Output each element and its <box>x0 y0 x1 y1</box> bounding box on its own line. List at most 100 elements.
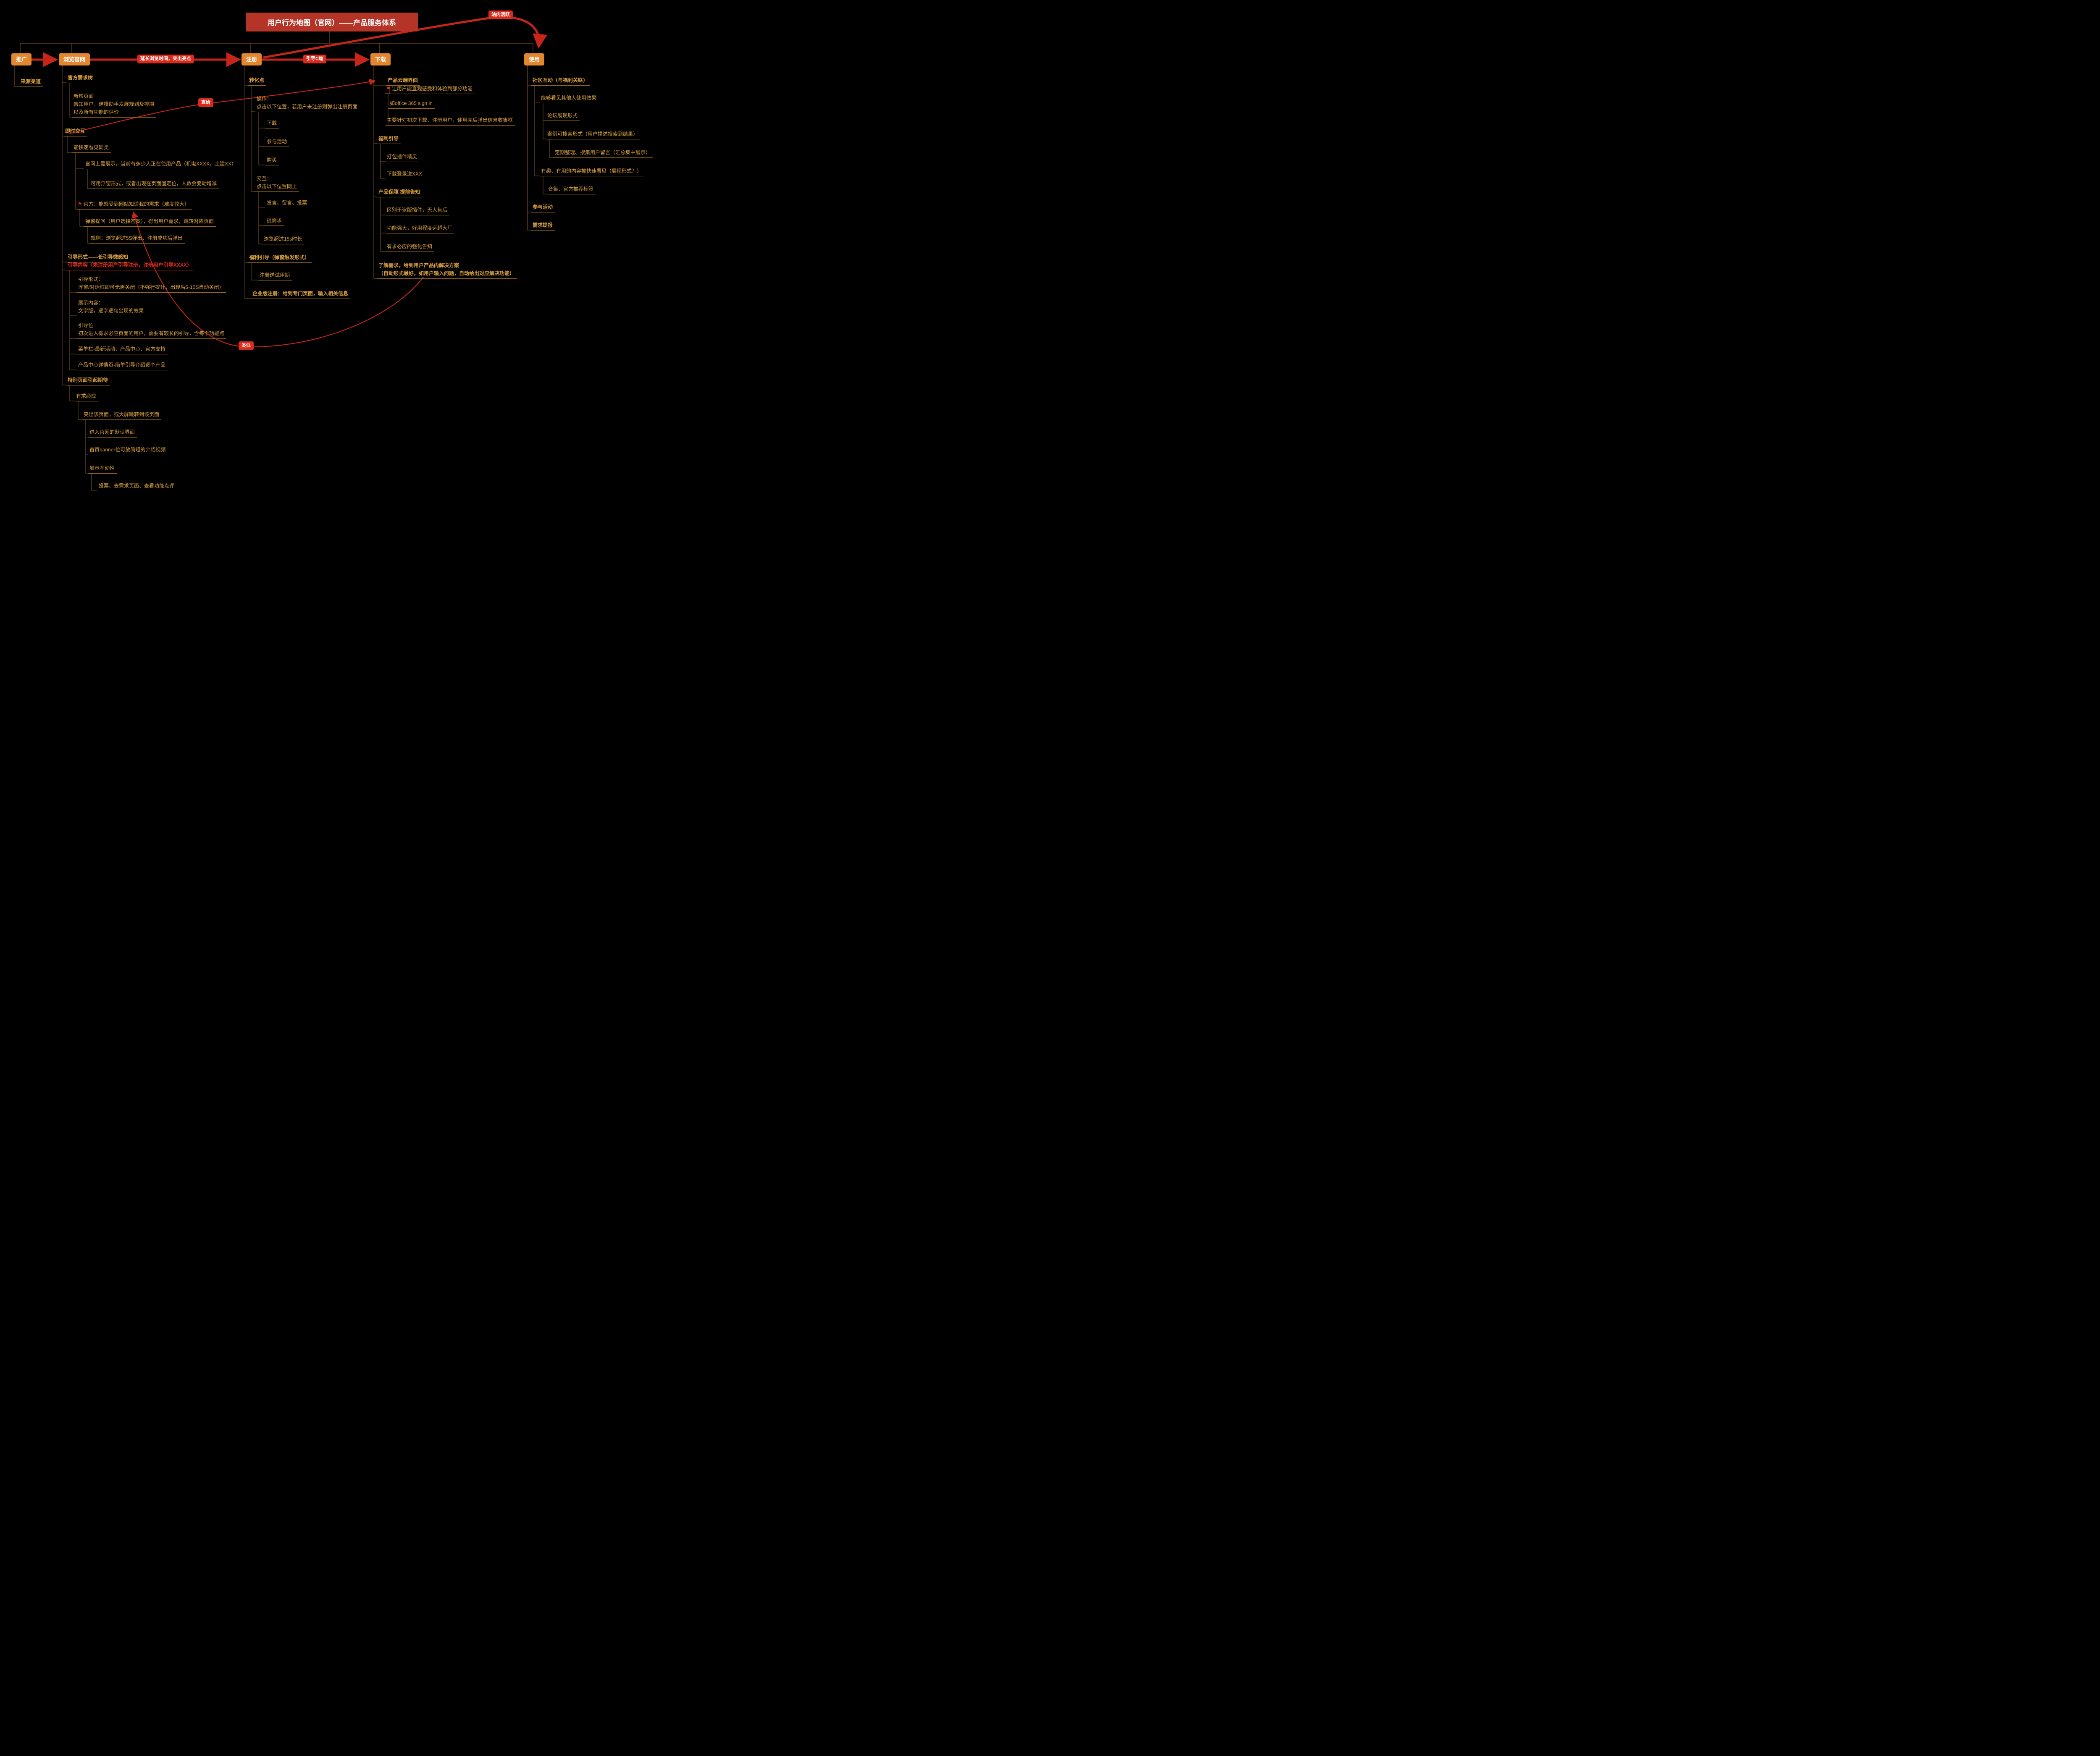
node-d4[interactable]: 主要针对初次下载、注册用户，使用完后弹出信息收集框 <box>386 116 515 126</box>
node-line: 官方需求树 <box>68 75 93 81</box>
tree-connector <box>258 112 265 147</box>
node-u9[interactable]: 需求提报 <box>531 221 555 231</box>
tree-connector <box>527 66 531 231</box>
node-u2[interactable]: 能够看见其他人使用效果 <box>540 94 599 103</box>
node-b2[interactable]: 新增页面告知用户，建模助手发展规划及排期以及所有功能的评价 <box>72 92 157 118</box>
node-r7[interactable]: 发言、留言、投票 <box>265 199 310 208</box>
node-u3[interactable]: 论坛展现形式 <box>546 112 580 121</box>
tree-connector <box>380 197 386 215</box>
node-d7[interactable]: 下载登录送XXX <box>386 170 425 179</box>
stage-promotion[interactable]: 推广 <box>11 53 32 66</box>
node-r4[interactable]: 参与活动 <box>265 138 289 147</box>
tree-connector <box>380 144 386 162</box>
node-u8[interactable]: 参与活动 <box>531 203 555 212</box>
tree-connector <box>91 474 97 491</box>
node-b5[interactable]: 官网上需展示，当前有多少人正在使用产品（机电XXXX，土建XX） <box>84 160 239 169</box>
arrow-label-extend-time[interactable]: 延长浏览时间，突出亮点 <box>137 55 194 63</box>
node-u1[interactable]: 社区互动（与福利关联） <box>531 76 591 86</box>
node-b21[interactable]: 首页banner位可放简短的介绍视频 <box>88 446 168 455</box>
node-b22[interactable]: 展示互动性 <box>88 464 117 474</box>
node-line: 论坛展现形式 <box>547 113 578 118</box>
map-title[interactable]: 用户行为地图（官网）——产品服务体系 <box>246 13 418 31</box>
node-r10[interactable]: 福利引导（弹窗触发形式） <box>248 254 312 263</box>
tree-connector <box>543 103 546 139</box>
node-b18[interactable]: 有求必应 <box>75 392 99 401</box>
node-r12[interactable]: 企业版注册：给到专门页面，输入相关信息 <box>251 290 351 299</box>
node-line: 能够看见其他人使用效果 <box>541 95 597 101</box>
node-b19[interactable]: 突出该页面，或大屏跳转到该页面 <box>82 411 162 420</box>
node-line: 案例可搜索形式（用户描述搜索到结果） <box>547 131 638 137</box>
node-d10[interactable]: 功能强大，好用程度远超大厂 <box>386 224 455 233</box>
tree-connector <box>75 153 84 169</box>
node-r8[interactable]: 提需求 <box>265 217 284 226</box>
node-d12[interactable]: 了解需求，给到用户产品内解决方案（自动形式最好，如用户输入问题，自动给出对应解决… <box>377 262 517 279</box>
tree-connector <box>258 192 265 208</box>
stage-browse-site[interactable]: 浏览官网 <box>59 53 90 66</box>
node-u7[interactable]: 合集、官方推荐标签 <box>547 185 596 194</box>
node-b23[interactable]: 投票、去需求页面、查看功能点评 <box>97 482 177 491</box>
node-b3[interactable]: 即时交互 <box>64 127 88 136</box>
node-b11[interactable]: 引导内容（未注册用户引导注册，注册用户引导XXXX） <box>66 261 194 270</box>
tree-connector <box>543 103 546 121</box>
tree-connector <box>543 176 547 194</box>
arrow-label-direct[interactable]: 直给 <box>198 98 213 107</box>
tree-connector <box>69 270 77 370</box>
node-d5[interactable]: 福利引导 <box>377 135 401 144</box>
node-u6[interactable]: 有趣、有用的内容被快速看见（展现形式？） <box>540 167 644 176</box>
tree-connector <box>78 401 82 420</box>
node-b10[interactable]: 引导形式——长引导微感知 <box>66 253 131 262</box>
tree-connector <box>67 136 72 153</box>
node-b17[interactable]: 特别页面引起期待 <box>66 376 110 385</box>
tree-connector <box>251 86 255 112</box>
node-line: （自动形式最好，如用户输入问题，自动给出对应解决功能） <box>378 270 515 276</box>
node-line: 规则：浏览超过5S弹出、注册成功后弹出 <box>91 235 183 241</box>
node-b15[interactable]: 菜单栏-最新活动、产品中心、官方支持 <box>77 345 168 354</box>
node-b20[interactable]: 进入官网的默认界面 <box>88 428 137 438</box>
node-u4[interactable]: 案例可搜索形式（用户描述搜索到结果） <box>546 130 640 139</box>
node-line: 点击以下位置，若用户未注册则弹出注册页面 <box>257 104 358 110</box>
node-b12[interactable]: 引导形式：浮窗/对话框即可无需关闭（不强行提升，出现后5-10S自动关闭） <box>77 275 226 293</box>
node-line: 官网上需展示，当前有多少人正在使用产品（机电XXXX，土建XX） <box>85 161 237 167</box>
node-r1[interactable]: 转化点 <box>248 76 267 86</box>
node-b6[interactable]: 可用浮窗形式，或者出现在页面固定位，人数会变动增减 <box>89 180 219 189</box>
node-b8[interactable]: 弹窗提问（用户选择答案），得出用户需求，跳转对应页面 <box>84 218 216 227</box>
stage-use[interactable]: 使用 <box>524 53 545 66</box>
node-line: 引导形式： <box>78 276 104 282</box>
node-b4[interactable]: 能快速看见同类 <box>72 144 111 153</box>
node-b13[interactable]: 展示内容：文字版，逐字逐句出现的效果 <box>77 299 146 316</box>
node-d8[interactable]: 产品保障 提前告知 <box>377 188 423 197</box>
node-line: 福利引导 <box>378 136 399 142</box>
node-line: 弹窗提问（用户选择答案），得出用户需求，跳转对应页面 <box>85 218 214 224</box>
arrow-label-similar[interactable]: 类似 <box>239 341 254 350</box>
node-line: 初次进入有求必应页面的用户，需要有较长的引导，含每个功能点 <box>78 330 225 336</box>
node-r11[interactable]: 注册送试用期 <box>258 271 292 280</box>
node-d11[interactable]: 有求必应的强化告知 <box>386 243 435 252</box>
node-b7[interactable]: ⚑官方：能感受到网站知道我的需求（难度较大） <box>76 200 192 210</box>
flag-icon: ⚑ <box>78 201 82 207</box>
node-d9[interactable]: 区别于盗版插件，无人售后 <box>386 206 450 215</box>
node-r3[interactable]: 下载 <box>265 119 279 128</box>
node-b14[interactable]: 引导位初次进入有求必应页面的用户，需要有较长的引导，含每个功能点 <box>77 322 227 339</box>
node-r5[interactable]: 购买 <box>265 156 279 165</box>
node-line: 发言、留言、投票 <box>267 200 307 206</box>
node-b16[interactable]: 产品中心详情页-简单引导介绍逐个产品 <box>77 361 168 370</box>
node-line: 进入官网的默认界面 <box>89 429 135 435</box>
node-d2[interactable]: ⚑让用户能直观感受和体验到部分功能 <box>385 85 475 94</box>
tree-connector <box>14 66 19 87</box>
node-d1[interactable]: 产品云端界面 <box>386 76 420 86</box>
tree-connector <box>69 83 72 118</box>
node-line: 产品中心详情页-简单引导介绍逐个产品 <box>78 362 165 368</box>
node-r6[interactable]: 交互：点击以下位置同上 <box>255 175 299 192</box>
node-d6[interactable]: 打包插件精灵 <box>386 153 420 162</box>
node-b9[interactable]: 规则：浏览超过5S弹出、注册成功后弹出 <box>89 234 185 244</box>
node-p1[interactable]: 来源渠道 <box>19 78 43 87</box>
stage-download[interactable]: 下载 <box>370 53 391 66</box>
arrow-label-site-active[interactable]: 站内活跃 <box>488 10 513 19</box>
node-u5[interactable]: 定期整理、搜集用户留言（汇总集中展示） <box>554 149 653 158</box>
node-r2[interactable]: 操作：点击以下位置，若用户未注册则弹出注册页面 <box>255 95 360 112</box>
arrow-label-guide-c[interactable]: 引导C端 <box>303 55 326 63</box>
node-d3[interactable]: 如office 365 sign in <box>388 100 435 109</box>
node-b1[interactable]: 官方需求树 <box>66 74 95 83</box>
stage-register[interactable]: 注册 <box>242 53 262 66</box>
node-r9[interactable]: 浏览超过15s时长 <box>262 235 304 244</box>
